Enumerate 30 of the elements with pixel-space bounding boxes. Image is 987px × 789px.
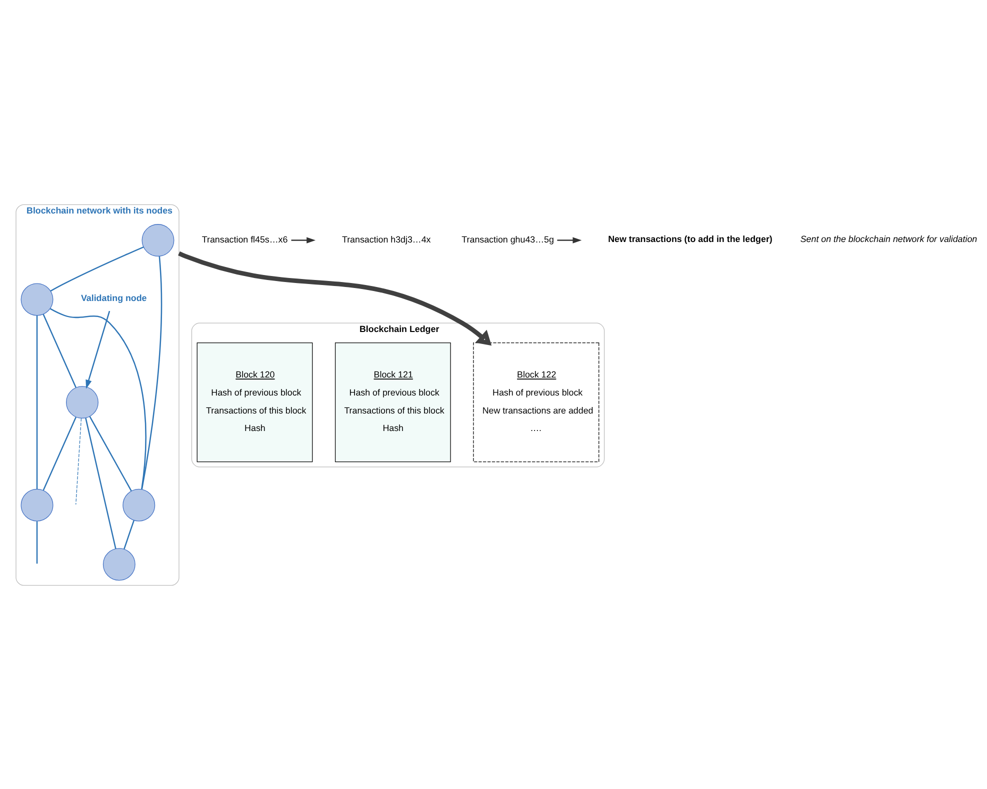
- connector: [85, 417, 116, 548]
- arrow: [86, 310, 110, 388]
- connector: [42, 416, 77, 490]
- connector: [36, 520, 38, 564]
- arrow: [178, 250, 492, 346]
- label: New transactions (to add in the ledger): [608, 234, 772, 244]
- connector: [50, 246, 144, 292]
- node-box: Block 121 Hash of previous block Transactions of this block Hash: [334, 342, 451, 462]
- node-circle: [122, 488, 156, 521]
- connector: [76, 418, 82, 504]
- connector: [36, 315, 38, 488]
- node-text: Transaction ghu43…5g: [462, 234, 554, 244]
- arrow: [557, 236, 582, 243]
- label: Sent on the blockchain network for validation: [800, 234, 978, 244]
- connector: [42, 314, 76, 388]
- arrow: [291, 236, 316, 243]
- node-circle: [102, 548, 136, 580]
- node-circle: [142, 224, 174, 256]
- node-box: Block 122 Hash of previous block New transactions are added ….: [473, 342, 600, 462]
- connector: [50, 308, 146, 489]
- node-circle: [66, 386, 98, 418]
- node-text: Transaction h3dj3…4x: [342, 234, 431, 244]
- node-text: Validating node: [80, 292, 147, 303]
- node-circle: [20, 282, 54, 316]
- node-text: Transaction fl45s…x6: [202, 234, 288, 244]
- node-box: Block 120 Hash of previous block Transactions of this block Hash: [196, 342, 313, 462]
- connector: [89, 416, 132, 491]
- node-circle: [20, 488, 54, 521]
- connector: [141, 256, 162, 489]
- connector: [124, 520, 134, 549]
